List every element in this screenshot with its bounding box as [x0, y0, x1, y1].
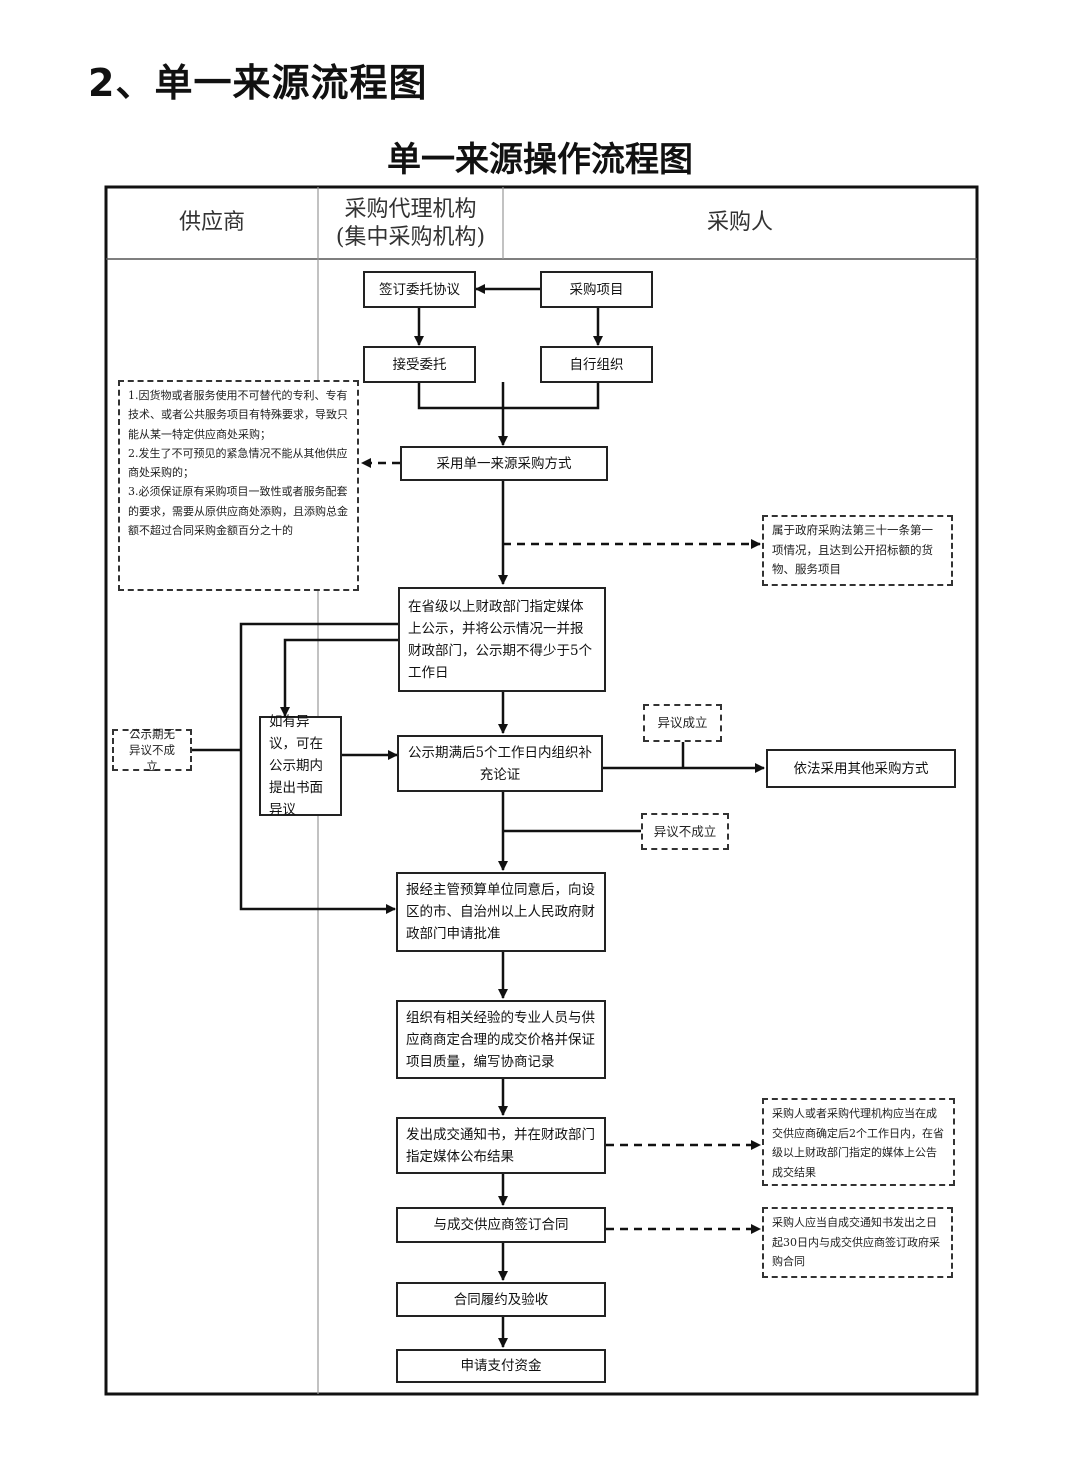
- node-supplementary-review: 公示期满后5个工作日内组织补充论证: [397, 735, 603, 792]
- note-publish-deadline: 采购人或者采购代理机构应当在成交供应商确定后2个工作日内，在省级以上财政部门指定…: [762, 1098, 955, 1186]
- line-accept-merge: [417, 382, 503, 410]
- node-self-organize: 自行组织: [540, 346, 653, 383]
- node-publicize: 在省级以上财政部门指定媒体上公示，并将公示情况一并报财政部门，公示期不得少于5个…: [398, 587, 606, 692]
- note-objection-valid: 异议成立: [643, 704, 722, 742]
- note-conditions: 1.因货物或者服务使用不可替代的专利、专有技术、或者公共服务项目有特殊要求，导致…: [118, 380, 359, 591]
- node-negotiate: 组织有相关经验的专业人员与供应商商定合理的成交价格并保证项目质量，编写协商记录: [396, 1000, 606, 1079]
- node-payment: 申请支付资金: [396, 1349, 606, 1383]
- node-purchase-project: 采购项目: [540, 271, 653, 308]
- node-adopt-method: 采用单一来源采购方式: [400, 446, 608, 481]
- arrow-publicize-to-objection: [280, 638, 398, 717]
- node-sign-contract: 与成交供应商签订合同: [396, 1207, 606, 1243]
- lane-header-agency-line1: 采购代理机构: [344, 197, 477, 222]
- diagram-title: 单一来源操作流程图: [387, 140, 693, 180]
- line-self-merge: [503, 382, 600, 410]
- swimlane-frame: [104, 185, 979, 1396]
- node-other-method: 依法采用其他采购方式: [766, 749, 956, 788]
- note-contract-deadline: 采购人应当自成交通知书发出之日起30日内与成交供应商签订政府采购合同: [762, 1207, 953, 1278]
- node-report-approval: 报经主管预算单位同意后，向设区的市、自治州以上人民政府财政部门申请批准: [396, 872, 606, 952]
- node-objection: 如有异议，可在公示期内提出书面异议: [259, 714, 342, 818]
- lane-header-agency: 采购代理机构 (集中采购机构): [318, 196, 503, 252]
- section-heading: 2、单一来源流程图: [88, 61, 428, 105]
- node-issue-notice: 发出成交通知书，并在财政部门指定媒体公布结果: [396, 1117, 606, 1174]
- lane-header-purchaser: 采购人: [706, 210, 773, 235]
- node-performance: 合同履约及验收: [396, 1282, 606, 1317]
- note-objection-invalid: 异议不成立: [641, 813, 729, 850]
- arrow-publicize-to-report: [239, 622, 398, 914]
- node-accept-entrust: 接受委托: [363, 346, 476, 383]
- lane-header-supplier: 供应商: [178, 210, 245, 235]
- lane-header-agency-line2: (集中采购机构): [335, 225, 486, 250]
- node-sign-agreement: 签订委托协议: [363, 271, 476, 308]
- note-no-objection: 公示期无异议不成立: [112, 727, 192, 773]
- note-law-article: 属于政府采购法第三十一条第一项情况，且达到公开招标额的货物、服务项目: [762, 515, 953, 586]
